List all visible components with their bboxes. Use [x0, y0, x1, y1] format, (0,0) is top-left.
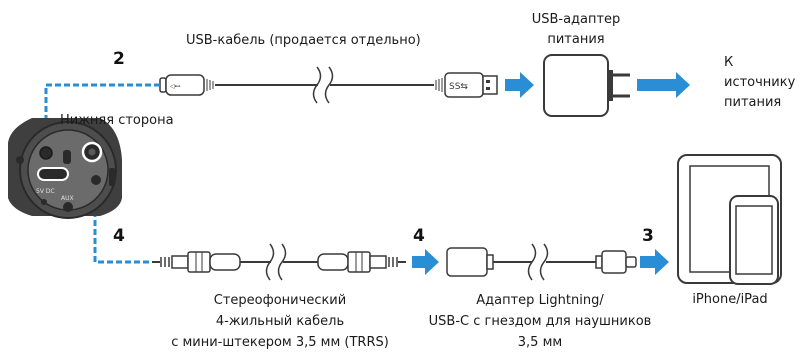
cable-break-mark [312, 66, 322, 104]
switch-icon [63, 150, 71, 164]
trrs-cable [152, 243, 406, 281]
adapter-label-line2: USB-C с гнездом для наушников [428, 314, 652, 329]
adapter-label-line3: 3,5 мм [517, 335, 563, 350]
step-number-device: 3 [642, 226, 654, 246]
ipad-iphone-icon [677, 154, 782, 285]
arrow-to-adapter-icon [505, 72, 534, 98]
usb-c-plug: ◁⊷ [159, 74, 214, 96]
usb-a-plug: SS⇆ [435, 72, 498, 98]
aux-jack-icon [63, 202, 73, 212]
jack-left-icon [39, 146, 53, 160]
port-aux-label: AUX [61, 195, 74, 202]
usb-adapter-label-line2: питания [547, 32, 605, 47]
cable-break-mark [527, 243, 537, 281]
device-label: iPhone/iPad [692, 292, 768, 307]
adapter-label-line1: Адаптер Lightning/ [476, 293, 604, 308]
step-number-usb: 2 [113, 49, 125, 69]
usb-power-adapter [543, 54, 630, 117]
port-usb-label: 5V DC [36, 188, 55, 195]
svg-text:SS⇆: SS⇆ [449, 82, 468, 92]
lightning-usbc-adapter [446, 243, 637, 281]
usb-cable: ◁⊷ SS⇆ [159, 66, 534, 104]
power-label-line2: источнику [724, 75, 796, 90]
trrs-label-line2: 4-жильный кабель [215, 314, 345, 329]
power-label-line3: питания [724, 95, 782, 110]
trrs-label-line3: с мини-штекером 3,5 мм (TRRS) [171, 335, 389, 350]
arrow-to-device-icon [640, 249, 669, 275]
power-label-line1: К [724, 55, 734, 70]
microphone-device: 5V DC AUX [8, 118, 122, 219]
bottom-side-label: Нижняя сторона [60, 113, 174, 128]
arrow-to-power-icon [637, 72, 690, 98]
step-number-trrs-left: 4 [113, 226, 125, 246]
trrs-plug-left [152, 251, 241, 273]
usb-cable-label: USB-кабель (продается отдельно) [186, 33, 421, 48]
trrs-label-line1: Стереофонический [213, 293, 347, 308]
trrs-plug-right [317, 251, 406, 273]
step-number-trrs-right: 4 [413, 226, 425, 246]
usb-c-port-icon [37, 167, 69, 181]
svg-text:◁⊷: ◁⊷ [170, 83, 181, 90]
cable-break-mark [265, 243, 275, 281]
usb-adapter-label-line1: USB-адаптер [531, 12, 621, 27]
arrow-to-adapter-jack-icon [412, 249, 439, 275]
